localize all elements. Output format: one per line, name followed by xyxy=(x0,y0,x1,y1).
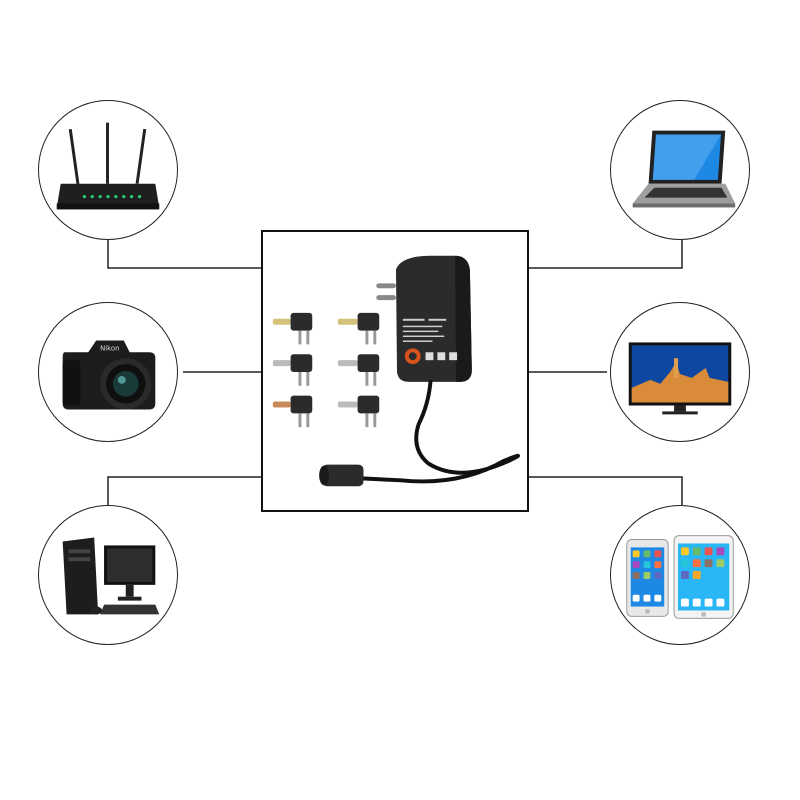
power-adapter-icon xyxy=(272,255,520,487)
connector-tips xyxy=(272,312,380,428)
monitor-circle xyxy=(610,302,750,442)
camera-brand: Nikon xyxy=(100,344,119,352)
router-icon xyxy=(56,122,160,210)
line-phone-tablet xyxy=(529,476,683,505)
monitor-icon xyxy=(628,342,732,415)
line-desktop xyxy=(107,476,261,505)
laptop-circle xyxy=(610,100,750,240)
phone-tablet-circle xyxy=(610,505,750,645)
adapter-panel xyxy=(261,230,529,512)
laptop-icon xyxy=(632,130,736,208)
desktop-circle xyxy=(38,505,178,645)
phone-tablet-icon xyxy=(626,535,734,619)
camera-circle: Nikon xyxy=(38,302,178,442)
camera-icon: Nikon xyxy=(62,340,156,410)
line-router xyxy=(107,240,261,269)
desktop-computer-icon xyxy=(62,537,160,615)
line-laptop xyxy=(529,240,683,269)
router-circle xyxy=(38,100,178,240)
